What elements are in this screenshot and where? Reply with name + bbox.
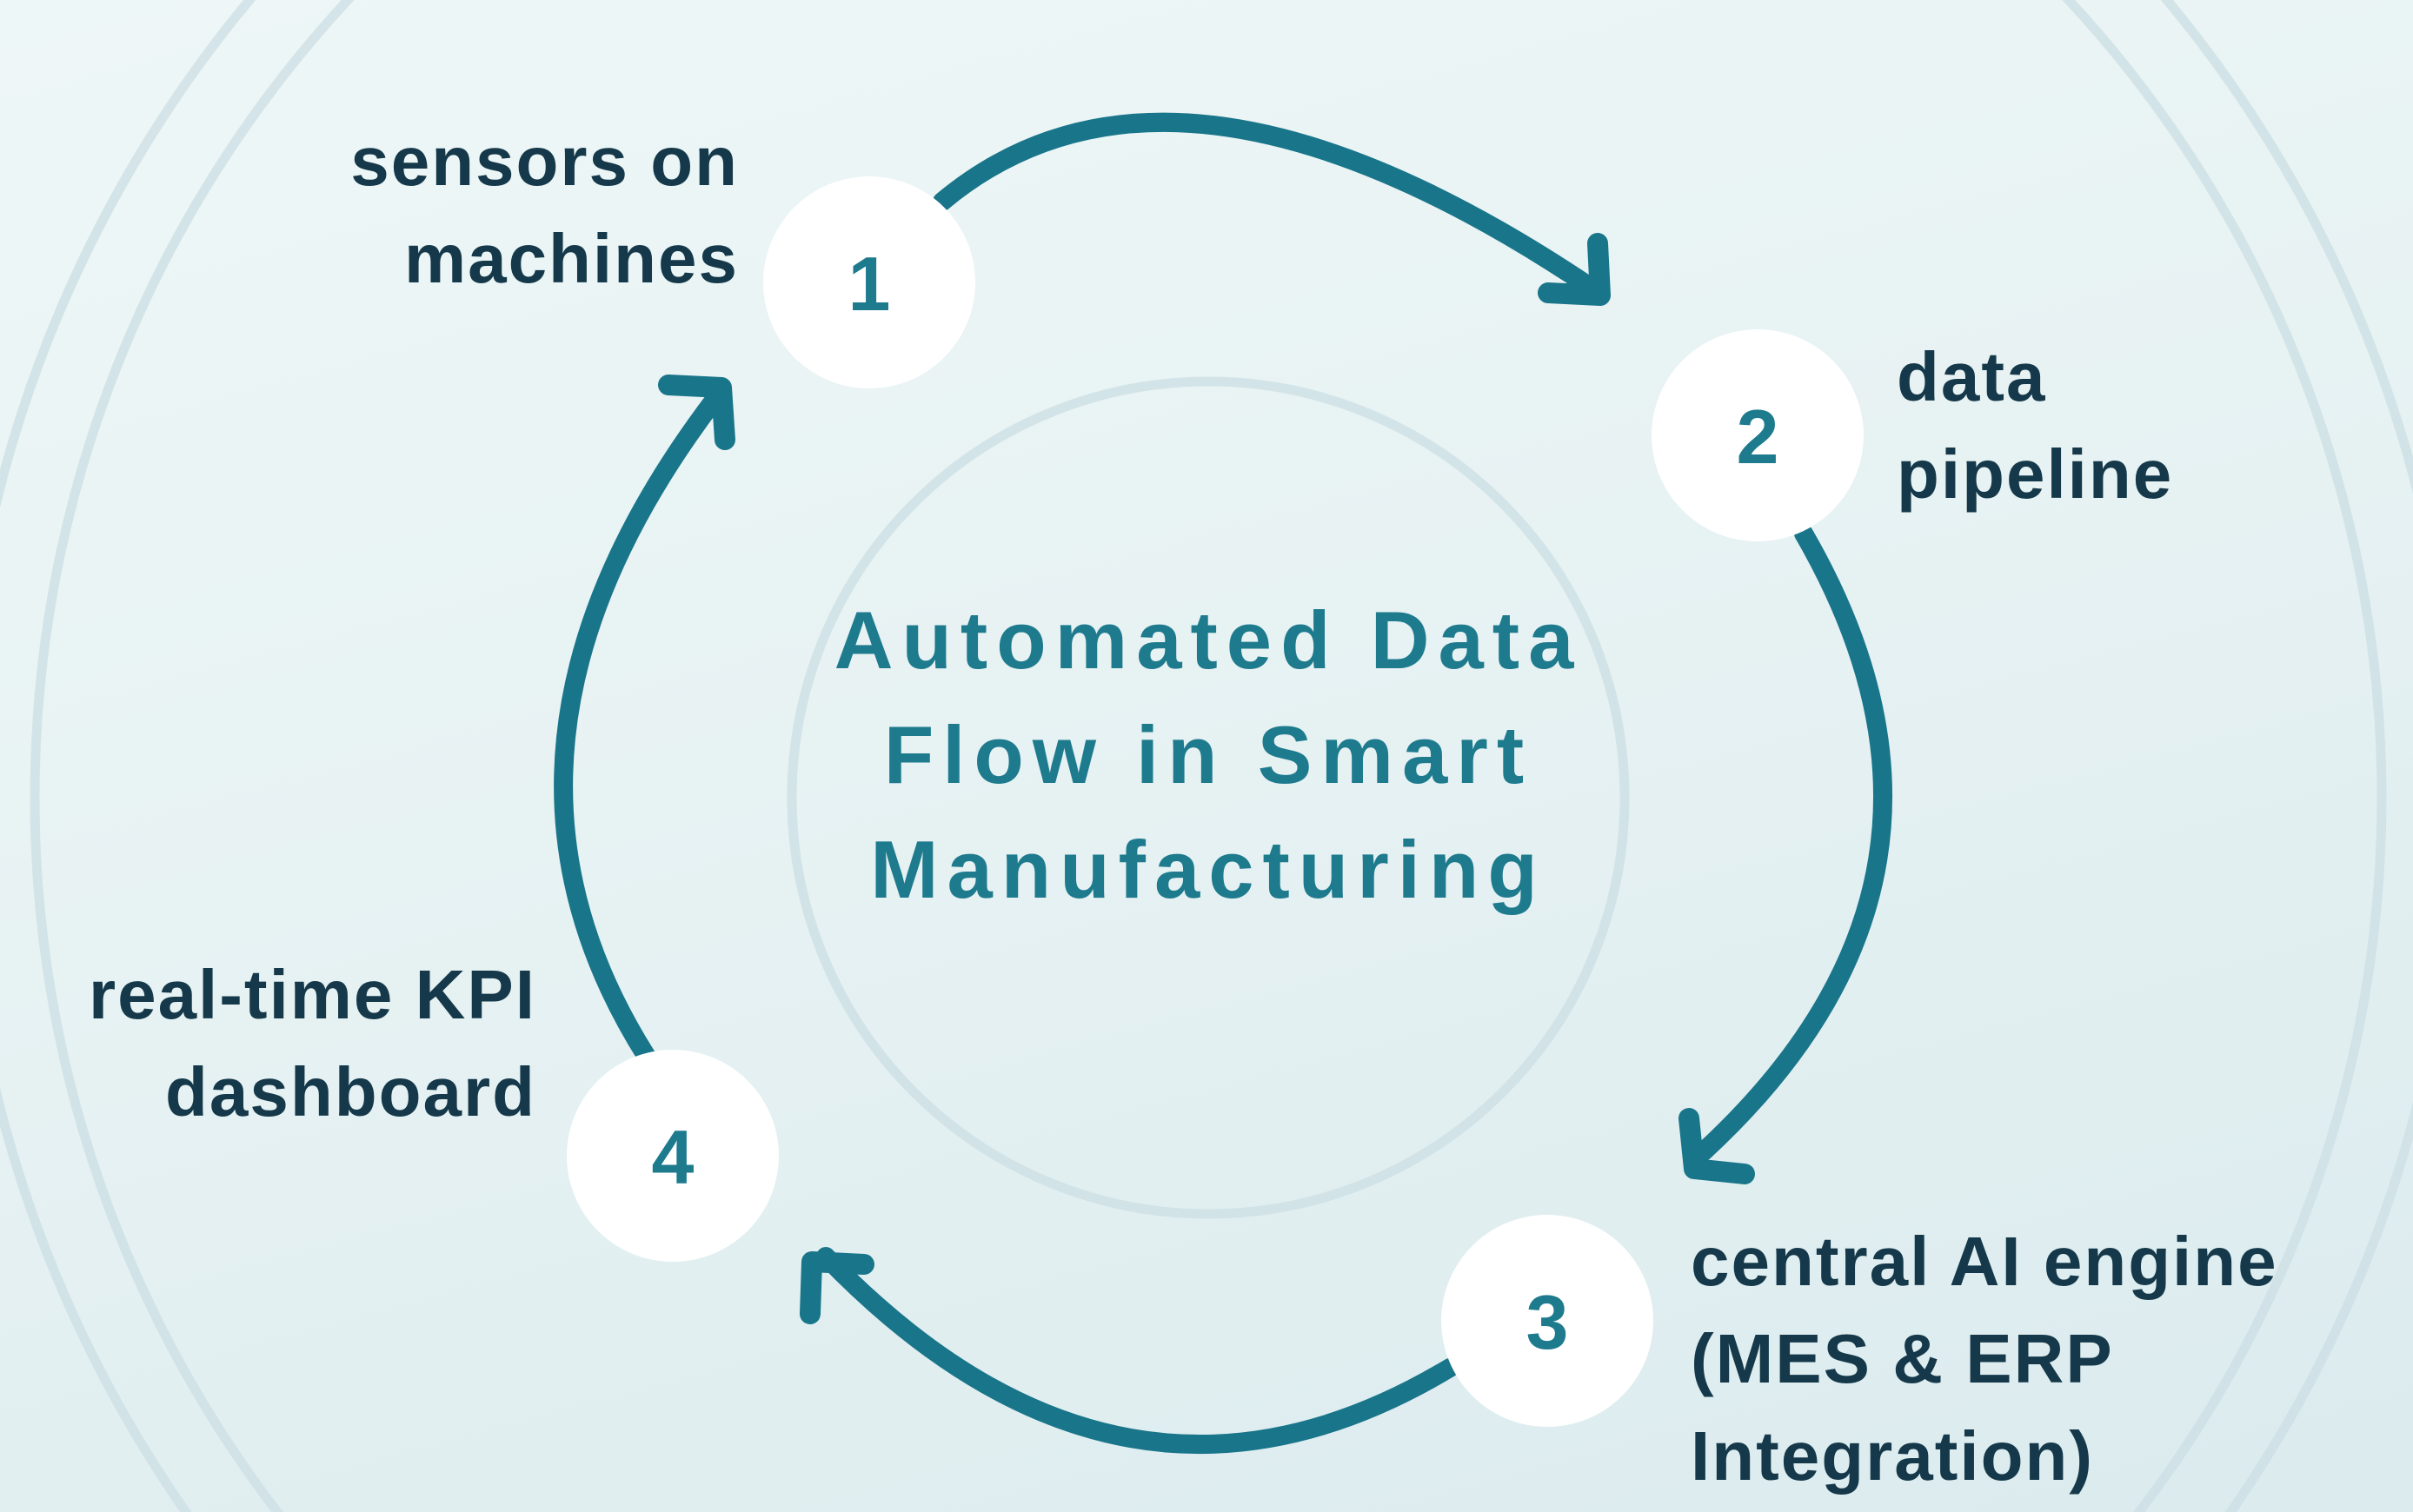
background-circle-inner xyxy=(787,376,1630,1219)
label-line: pipeline xyxy=(1897,435,2174,513)
label-line: sensors on xyxy=(350,123,739,200)
step-circle-3: 3 xyxy=(1441,1215,1653,1427)
title-line: Flow in Smart xyxy=(883,709,1533,800)
step-number-4: 4 xyxy=(651,1114,695,1200)
step-label-data-pipeline: data pipeline xyxy=(1897,328,2173,523)
label-line: real-time KPI xyxy=(88,956,536,1033)
arrowhead-step2-icon xyxy=(1538,233,1611,306)
arc-step4-to-step1 xyxy=(554,390,724,1066)
label-line: data xyxy=(1897,338,2047,415)
title-line: Automated Data xyxy=(834,594,1583,686)
arc-step2-to-step3 xyxy=(1694,524,1893,1161)
step-circle-4: 4 xyxy=(567,1050,779,1262)
step-number-3: 3 xyxy=(1526,1279,1569,1365)
label-line: central AI engine xyxy=(1691,1223,2278,1300)
arrowhead-step3-icon xyxy=(1678,1108,1755,1184)
step-number-1: 1 xyxy=(848,241,891,327)
label-line: machines xyxy=(403,220,739,297)
label-line: (MES & ERP xyxy=(1691,1320,2114,1397)
step-circle-2: 2 xyxy=(1652,329,1864,541)
arc-step1-to-step2 xyxy=(933,112,1597,295)
arrowhead-step4-icon xyxy=(800,1251,874,1324)
step-label-central-ai-engine: central AI engine (MES & ERP Integration… xyxy=(1691,1213,2278,1505)
diagram-title: Automated Data Flow in Smart Manufacturi… xyxy=(834,583,1583,927)
step-label-sensors-on-machines: sensors on machines xyxy=(350,113,739,308)
step-number-2: 2 xyxy=(1736,394,1779,480)
step-circle-1: 1 xyxy=(763,176,975,388)
arrowhead-step1-icon xyxy=(658,375,735,450)
title-line: Manufacturing xyxy=(870,824,1546,915)
step-label-realtime-kpi-dashboard: real-time KPI dashboard xyxy=(89,946,536,1141)
label-line: Integration) xyxy=(1691,1417,2094,1495)
arc-step3-to-step4 xyxy=(816,1247,1459,1454)
background-circle-middle xyxy=(30,0,2387,1512)
label-line: dashboard xyxy=(165,1053,536,1131)
